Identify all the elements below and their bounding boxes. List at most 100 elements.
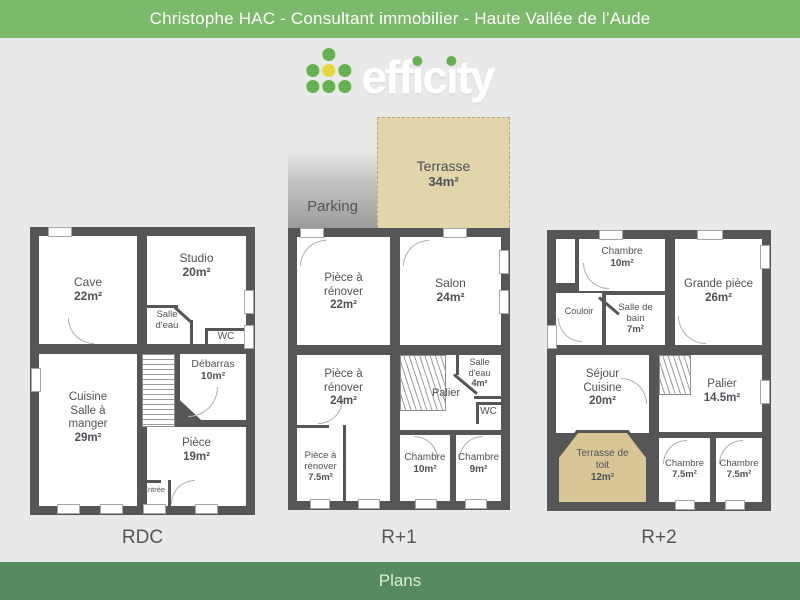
logo-dot-green bbox=[322, 80, 336, 93]
window bbox=[57, 504, 80, 514]
room-name: Cave bbox=[73, 275, 102, 289]
room-label-salle-deau: Salle d'eau bbox=[142, 309, 192, 331]
footer-title: Plans bbox=[378, 571, 422, 590]
room-area: 10m² bbox=[413, 463, 437, 475]
room-name: Pièce à rénover bbox=[324, 272, 363, 298]
logo-dots-icon bbox=[306, 48, 352, 93]
logo-dot-empty bbox=[306, 48, 319, 61]
room-label-piece75: Pièce à rénover 7.5m² bbox=[297, 450, 344, 484]
room-name: Séjour Cuisine bbox=[583, 368, 622, 394]
room-name: Couloir bbox=[564, 306, 594, 316]
room-label-palier-r1: Palier bbox=[420, 387, 472, 400]
wall bbox=[343, 425, 346, 501]
logo-dot-green bbox=[338, 64, 352, 77]
room-area: 10m² bbox=[610, 257, 634, 269]
room-name: Salle d'eau bbox=[155, 309, 179, 332]
staircase bbox=[142, 354, 175, 427]
window bbox=[31, 368, 41, 392]
window bbox=[499, 250, 509, 274]
room-label-chambre10-r2: Chambre 10m² bbox=[579, 246, 665, 270]
room-salle-de-bain bbox=[606, 295, 665, 345]
wall bbox=[474, 396, 501, 399]
room-label-terrasse-toit: Terrasse de toit 12m² bbox=[556, 448, 649, 483]
window bbox=[195, 504, 218, 514]
logo-text: c bbox=[422, 51, 448, 103]
wall bbox=[456, 355, 459, 375]
header-banner: Christophe HAC - Consultant immobilier -… bbox=[0, 0, 800, 38]
room-label-chambre75-b: Chambre 7.5m² bbox=[716, 458, 762, 480]
wall bbox=[205, 328, 246, 331]
logo-dot-empty bbox=[338, 48, 351, 61]
footer-banner: Plans bbox=[0, 562, 800, 600]
room-area: 20m² bbox=[182, 265, 211, 280]
wall bbox=[190, 320, 193, 344]
roof-terrace-floor bbox=[559, 433, 646, 502]
floor-plan-r1: Pièce à rénover 22m² Salon 24m² Pièce à … bbox=[288, 228, 510, 510]
room-area: 19m² bbox=[183, 450, 210, 463]
room-label-chambre9: Chambre 9m² bbox=[456, 452, 501, 476]
parking-area: Parking bbox=[288, 150, 377, 228]
room-label-cuisine: Cuisine Salle à manger 29m² bbox=[39, 391, 137, 445]
room-label-piece24: Pièce à rénover 24m² bbox=[297, 368, 390, 409]
room-area: 7.5m² bbox=[308, 472, 333, 484]
room-label-piece22: Pièce à rénover 22m² bbox=[297, 272, 390, 313]
room-label-piece: Pièce 19m² bbox=[147, 437, 246, 464]
room-name: Chambre bbox=[457, 452, 500, 463]
logo-dot-green bbox=[306, 80, 320, 93]
room-name: Débarras bbox=[191, 358, 235, 370]
room-name: Chambre bbox=[601, 246, 643, 257]
room-name: Pièce à rénover bbox=[304, 450, 337, 473]
staircase bbox=[659, 355, 691, 395]
room-label-couloir: Couloir bbox=[556, 306, 602, 317]
room-name: Salle de bain bbox=[618, 302, 653, 325]
window bbox=[415, 499, 437, 509]
room-name: Terrasse de toit bbox=[576, 448, 629, 471]
roof-terrace bbox=[556, 430, 649, 502]
room-name: Palier bbox=[707, 378, 737, 390]
window bbox=[244, 325, 254, 349]
header-title: Christophe HAC - Consultant immobilier -… bbox=[149, 9, 651, 28]
room-label-chambre75-a: Chambre 7.5m² bbox=[659, 458, 710, 480]
room-area: 9m² bbox=[469, 463, 488, 475]
room-area: 14.5m² bbox=[703, 391, 741, 404]
wall bbox=[168, 480, 171, 506]
room-name: Cuisine Salle à manger bbox=[68, 391, 108, 431]
room-area: 24m² bbox=[330, 395, 357, 408]
room-name: Palier bbox=[431, 387, 461, 399]
wall bbox=[297, 425, 329, 428]
parking-label: Parking bbox=[307, 198, 358, 215]
floor-label-r2: R+2 bbox=[641, 527, 677, 548]
window bbox=[499, 290, 509, 314]
floor-label-r1: R+1 bbox=[381, 527, 417, 548]
room-area: 10m² bbox=[200, 370, 226, 383]
room-label-entree: Entrée bbox=[134, 485, 174, 495]
room-area: 20m² bbox=[589, 395, 616, 408]
room-area: 26m² bbox=[705, 291, 732, 304]
logo-wordmark: efficity bbox=[361, 51, 495, 103]
window bbox=[48, 227, 72, 237]
room-label-debarras: Débarras 10m² bbox=[180, 358, 246, 383]
room-label-palier-r2: Palier 14.5m² bbox=[687, 378, 757, 405]
room-name: Grande pièce bbox=[683, 278, 754, 290]
floor-plan-r2: Chambre 10m² Couloir Salle de bain 7m² G… bbox=[547, 230, 771, 511]
window bbox=[143, 504, 166, 514]
floor-label-rdc: RDC bbox=[121, 527, 164, 548]
room-name: Salon bbox=[435, 276, 466, 290]
wall bbox=[476, 402, 501, 405]
wall bbox=[147, 480, 161, 483]
room-cuisine bbox=[39, 354, 137, 506]
window bbox=[760, 380, 770, 404]
room-label-salon: Salon 24m² bbox=[400, 276, 501, 304]
room-label-salle-deau-r1: Salle d'eau 4m² bbox=[458, 357, 501, 389]
window bbox=[443, 228, 467, 238]
room-area: 7m² bbox=[627, 324, 644, 336]
terrace-name: Terrasse bbox=[416, 157, 471, 174]
room-name: Chambre bbox=[719, 458, 759, 469]
wall bbox=[147, 305, 178, 308]
room-area: 22m² bbox=[330, 299, 357, 312]
room-area: 7.5m² bbox=[672, 469, 697, 481]
room-name: WC bbox=[480, 406, 497, 417]
terrace-area-value: 34m² bbox=[428, 173, 459, 189]
wall bbox=[476, 402, 479, 424]
